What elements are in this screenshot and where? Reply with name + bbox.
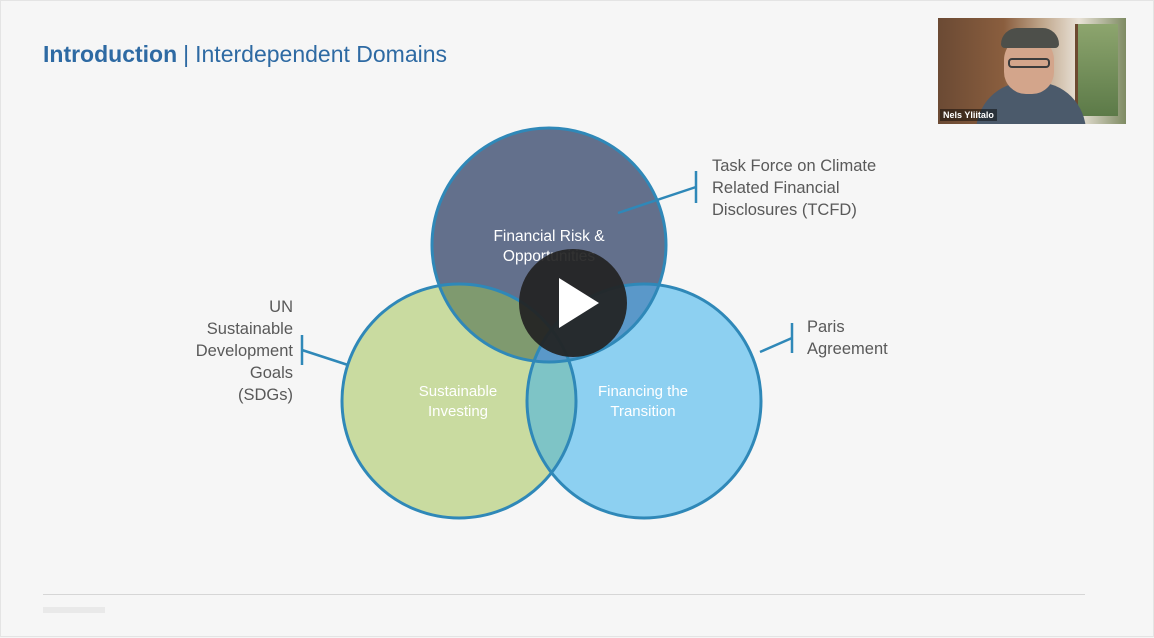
slide-title: Introduction|Interdependent Domains: [43, 41, 447, 68]
circle-financial-risk-outline: [430, 126, 668, 364]
background-window: [1075, 24, 1118, 116]
circle-sustainable-investing-outline: [340, 282, 578, 520]
callout-paris-line: Paris: [807, 318, 845, 336]
callout-paris-line: Agreement: [807, 340, 888, 358]
callout-sdg-line: Development: [195, 342, 293, 360]
connector-tcfd: [617, 171, 698, 215]
slide-title-rest: Interdependent Domains: [195, 41, 448, 67]
play-icon: [559, 278, 599, 328]
label-sustainable-investing-line1: Sustainable: [419, 383, 497, 400]
overlap-risk-investing: [432, 284, 576, 362]
footer-logo-mark: [43, 607, 105, 613]
callout-tcfd-line: Disclosures (TCFD): [712, 201, 857, 219]
footer-divider: [43, 594, 1085, 595]
callout-tcfd-line: Related Financial: [712, 179, 840, 197]
participant-glasses: [1008, 58, 1050, 68]
callout-sdg-line: Sustainable: [206, 320, 293, 338]
participant-cap: [1001, 28, 1059, 48]
label-sustainable-investing-line2: Investing: [428, 403, 488, 420]
callout-sdg-line: (SDGs): [238, 386, 293, 404]
callout-sdg-line: Goals: [249, 364, 293, 382]
play-button[interactable]: [519, 249, 627, 357]
participant-name: Nels Yliitalo: [940, 109, 997, 121]
slide-title-separator: |: [183, 41, 190, 67]
slide-title-strong: Introduction: [43, 41, 178, 67]
callout-tcfd-line: Task Force on Climate: [712, 157, 877, 175]
label-financing-transition-line2: Transition: [610, 403, 675, 420]
callout-sdg: UN Sustainable Development Goals (SDGs): [151, 296, 293, 406]
callout-sdg-line: UN: [269, 298, 293, 316]
label-financial-risk-line1: Financial Risk &: [493, 228, 605, 245]
connector-paris: [759, 323, 794, 354]
circle-financing-transition-outline: [525, 282, 763, 520]
label-financing-transition-line1: Financing the: [598, 383, 688, 400]
callout-paris: Paris Agreement: [807, 316, 888, 360]
callout-tcfd: Task Force on Climate Related Financial …: [712, 155, 876, 221]
participant-video-tile[interactable]: Nels Yliitalo: [938, 18, 1126, 124]
connector-sdg: [300, 335, 349, 367]
